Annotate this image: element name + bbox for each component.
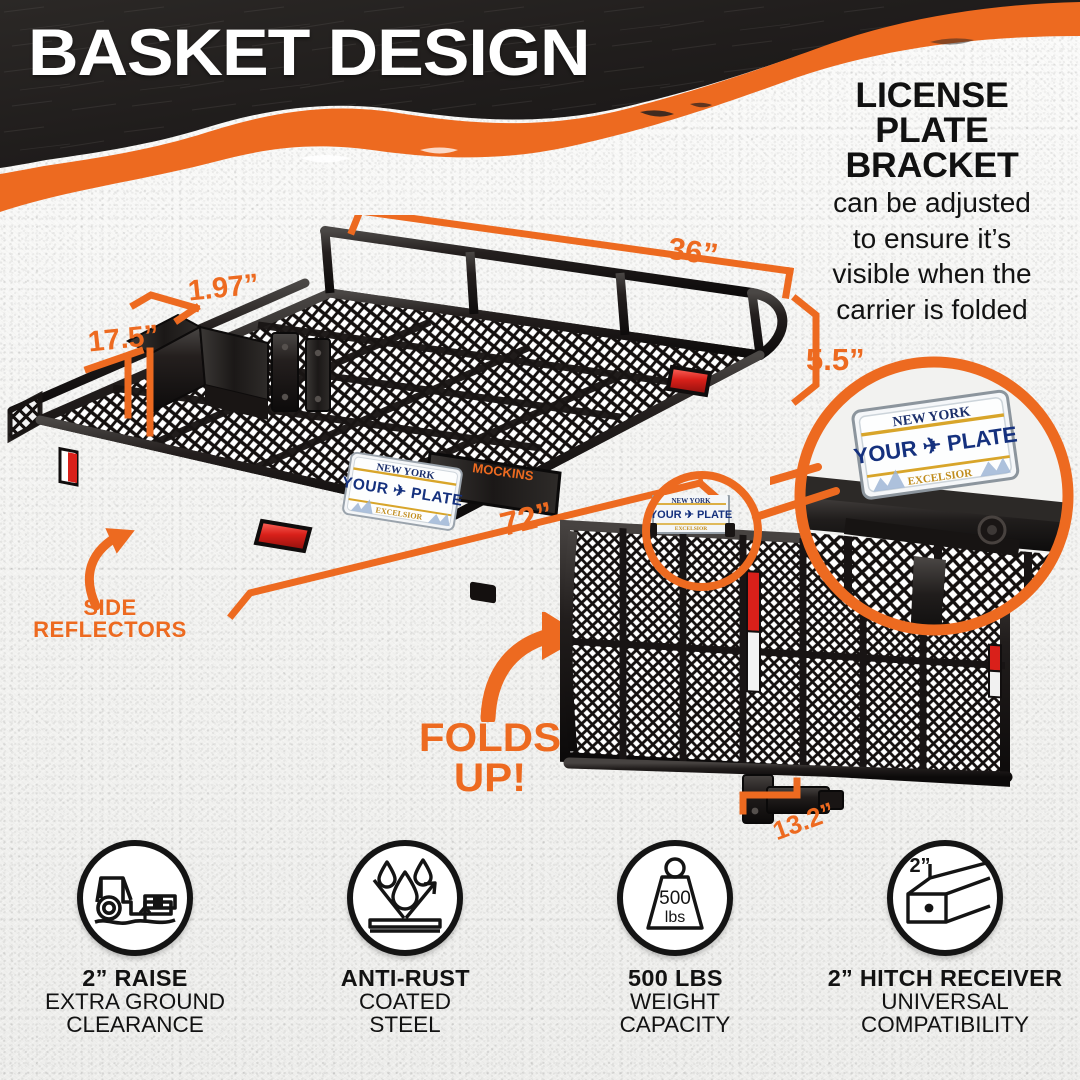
feature-line-3: STEEL	[369, 1012, 441, 1037]
feature-weight-capacity: 500 lbs 500 LBS WEIGHT CAPACITY	[540, 840, 810, 1080]
feature-row: 2” RAISE EXTRA GROUND CLEARANCE	[0, 840, 1080, 1080]
callout-body-line-2: to ensure it’s	[852, 222, 1012, 254]
svg-text:EXCELSIOR: EXCELSIOR	[675, 526, 708, 532]
svg-text:NEW YORK: NEW YORK	[671, 497, 711, 505]
feature-line-3: CAPACITY	[619, 1012, 731, 1037]
reflector-right	[665, 364, 713, 398]
feature-title: 2” HITCH RECEIVER	[827, 965, 1063, 991]
dimension-lines-main	[83, 215, 820, 620]
feature-title: ANTI-RUST	[340, 965, 470, 991]
feature-caption: 2” HITCH RECEIVER UNIVERSAL COMPATIBILIT…	[827, 965, 1063, 1037]
weight-icon-unit: lbs	[665, 909, 685, 926]
weight-icon-value: 500	[659, 888, 691, 909]
folds-up-annotation: FOLDS UP!	[401, 718, 580, 798]
callout-body-line-4: carrier is folded	[836, 293, 1028, 325]
reflector-front	[253, 518, 313, 554]
hitch-icon-size-label: 2”	[909, 856, 930, 877]
feature-line-3: COMPATIBILITY	[861, 1012, 1029, 1037]
page-title: BASKET DESIGN	[28, 15, 591, 89]
water-repellent-icon	[347, 840, 463, 956]
hitch-shank	[125, 313, 331, 420]
feature-title: 500 LBS	[627, 965, 723, 991]
header-band: BASKET DESIGN	[0, 0, 1080, 230]
feature-line-3: CLEARANCE	[66, 1012, 204, 1037]
hitch-receiver-icon: 2”	[887, 840, 1003, 956]
feature-line-2: WEIGHT	[629, 989, 720, 1014]
feature-ground-clearance: 2” RAISE EXTRA GROUND CLEARANCE	[0, 840, 270, 1080]
ground-clearance-icon	[77, 840, 193, 956]
license-plate-folded: NEW YORK YOUR ✈ PLATE EXCELSIOR	[647, 495, 735, 537]
feature-caption: ANTI-RUST COATED STEEL	[340, 965, 470, 1037]
side-reflector-left	[58, 446, 79, 487]
dimension-rail-height-label: 5.5”	[806, 342, 865, 377]
weight-icon: 500 lbs	[617, 840, 733, 956]
zoom-detail-connector	[642, 471, 840, 591]
callout-body-line-1: can be adjusted	[833, 187, 1031, 218]
folds-up-line-2: UP!	[453, 756, 527, 800]
license-plate-bracket-callout: LICENSE PLATE BRACKET can be adjusted to…	[790, 78, 1074, 325]
callout-heading-line-2: PLATE	[875, 111, 989, 150]
cargo-carrier-open-illustration: MOCKINS NEW YORK YOUR ✈ PLATE EXCELSIOR	[7, 226, 788, 604]
callout-body-line-3: visible when the	[832, 258, 1032, 289]
side-reflectors-arrow	[84, 528, 135, 610]
dimension-folded-depth-line	[739, 777, 801, 815]
zoom-detail-circle-large: NEW YORK YOUR ✈ PLATE EXCELSIOR	[794, 356, 1074, 636]
feature-hitch-receiver: 2” 2” HITCH RECEIVER UNIVERSAL COMPATIBI…	[810, 840, 1080, 1080]
feature-caption: 2” RAISE EXTRA GROUND CLEARANCE	[44, 965, 226, 1037]
license-plate-main: NEW YORK YOUR ✈ PLATE EXCELSIOR	[341, 451, 464, 531]
side-reflectors-annotation: SIDE REFLECTORS	[30, 597, 190, 641]
feature-line-2: UNIVERSAL	[881, 989, 1009, 1014]
folded-hitch-shank	[742, 774, 844, 824]
feature-anti-rust: ANTI-RUST COATED STEEL	[270, 840, 540, 1080]
dimension-depth-label: 36”	[665, 230, 721, 273]
side-reflectors-line-2: REFLECTORS	[33, 617, 187, 642]
folds-up-line-1: FOLDS	[418, 716, 562, 760]
side-reflectors-line-1: SIDE	[83, 595, 137, 620]
callout-heading-line-1: LICENSE	[855, 76, 1009, 115]
feature-line-2: COATED	[358, 989, 452, 1014]
feature-title: 2” RAISE	[82, 965, 188, 991]
rear-cross-bar	[424, 451, 562, 604]
zoom-detail-connector-left	[770, 463, 822, 485]
svg-text:YOUR ✈ PLATE: YOUR ✈ PLATE	[650, 509, 732, 521]
feature-line-2: EXTRA GROUND	[44, 989, 226, 1014]
callout-heading-line-3: BRACKET	[845, 146, 1019, 185]
feature-caption: 500 LBS WEIGHT CAPACITY	[619, 965, 731, 1037]
